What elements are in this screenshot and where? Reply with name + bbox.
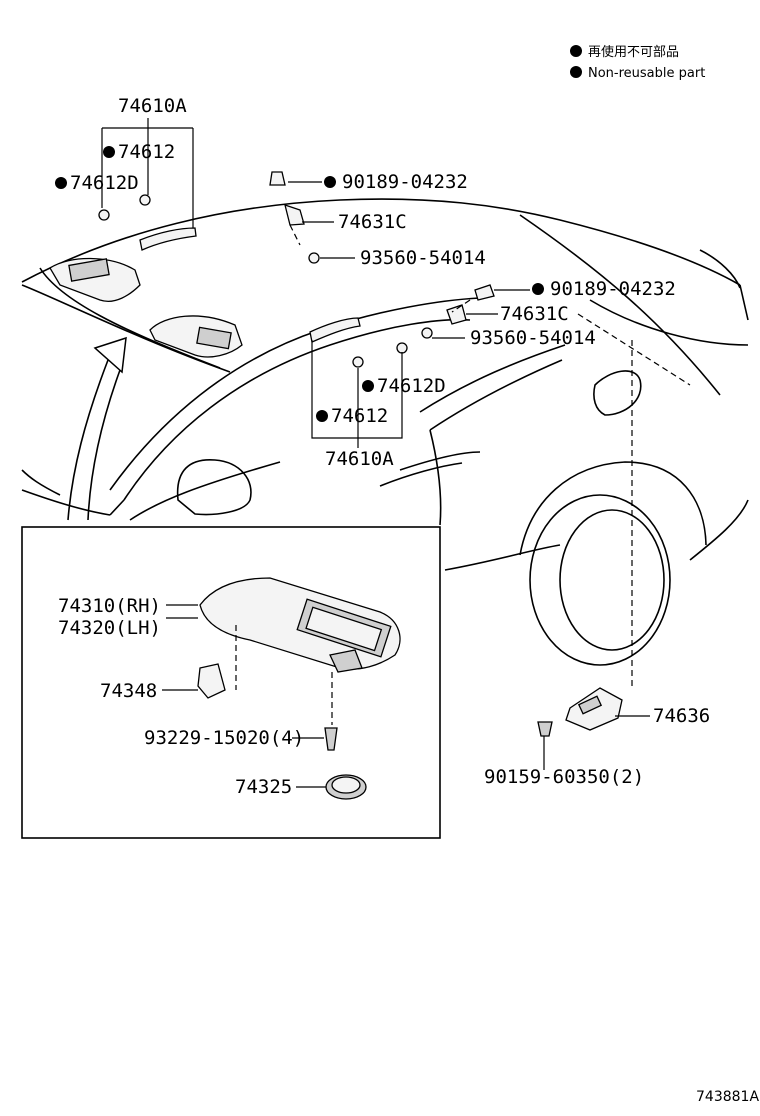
part-number-74348: 74348 bbox=[100, 680, 157, 702]
non-reusable-bullet-icon bbox=[532, 283, 544, 295]
legend-en: Non-reusable part bbox=[588, 66, 705, 81]
rear-roof-parts bbox=[309, 284, 495, 368]
part-number-visor-screw: 93229-15020(4) bbox=[144, 727, 304, 749]
legend-jp: 再使用不可部品 bbox=[588, 44, 679, 60]
callout-front-clip: 90189-04232 74631C 93560-54014 bbox=[288, 171, 486, 269]
part-number-74612-rear: 74612 bbox=[331, 405, 388, 427]
diagram-code: 743881A bbox=[696, 1089, 759, 1105]
part-number-cover-front: 74631C bbox=[338, 211, 407, 233]
part-number-74612D: 74612D bbox=[70, 172, 139, 194]
non-reusable-bullet-icon bbox=[324, 176, 336, 188]
part-number-74612: 74612 bbox=[118, 141, 175, 163]
front-roof-parts bbox=[49, 171, 320, 358]
part-number-74636: 74636 bbox=[653, 705, 710, 727]
callout-rear-clip: 90189-04232 74631C 93560-54014 bbox=[432, 278, 676, 349]
part-number-holder-screw: 90159-60350(2) bbox=[484, 766, 644, 788]
non-reusable-bullet-icon bbox=[570, 66, 582, 78]
non-reusable-bullet-icon bbox=[55, 177, 67, 189]
non-reusable-bullet-icon bbox=[362, 380, 374, 392]
part-number-cover-rear: 74631C bbox=[500, 303, 569, 325]
part-number-74610A-rear: 74610A bbox=[325, 448, 394, 470]
legend: 再使用不可部品 Non-reusable part bbox=[570, 44, 705, 81]
callout-rear-grip: 74612D 74612 74610A bbox=[311, 340, 446, 470]
callout-front-grip: 74610A 74612 74612D bbox=[55, 95, 194, 228]
part-number-74325: 74325 bbox=[235, 776, 292, 798]
holder-74636-group: 74636 90159-60350(2) bbox=[484, 687, 710, 788]
part-number-74610A: 74610A bbox=[118, 95, 187, 117]
part-number-clip-front: 90189-04232 bbox=[342, 171, 468, 193]
non-reusable-bullet-icon bbox=[570, 45, 582, 57]
visor-detail-box: 74310(RH) 74320(LH) 74348 93229-15020(4)… bbox=[21, 526, 441, 839]
part-number-visor-lh: 74320(LH) bbox=[58, 617, 161, 639]
part-number-clip-rear: 90189-04232 bbox=[550, 278, 676, 300]
part-number-74612D-rear: 74612D bbox=[377, 375, 446, 397]
car-body-outline bbox=[21, 198, 749, 666]
part-number-screw-front: 93560-54014 bbox=[360, 247, 486, 269]
non-reusable-bullet-icon bbox=[103, 146, 115, 158]
part-number-screw-rear: 93560-54014 bbox=[470, 327, 596, 349]
direction-arrow-icon bbox=[67, 336, 127, 521]
non-reusable-bullet-icon bbox=[316, 410, 328, 422]
part-number-visor-rh: 74310(RH) bbox=[58, 595, 161, 617]
